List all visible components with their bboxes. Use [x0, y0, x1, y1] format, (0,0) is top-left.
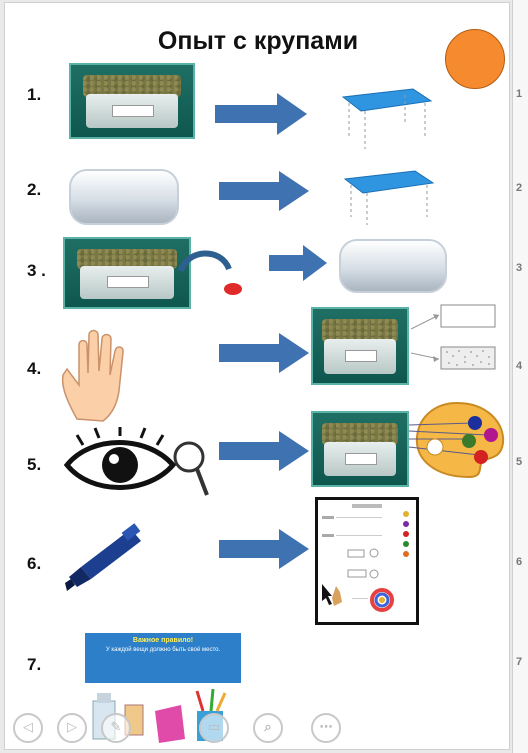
more-options-button[interactable]: ⋯ [311, 713, 341, 743]
worksheet-content-icon [322, 504, 409, 612]
preview-number: 5 [516, 456, 523, 468]
step-number-1: 1. [27, 85, 42, 104]
slide-page: Опыт с крупами 1. 2. 3 . 4. 5. 6. 7. [4, 2, 510, 750]
next-slide-preview-strip[interactable]: 1 2 3 4 5 6 7 [512, 0, 528, 753]
table-icon [343, 170, 435, 225]
right-arrow-icon [219, 333, 309, 373]
preview-number: 3 [516, 262, 523, 274]
step-number-4: 4. [27, 359, 42, 378]
grain-tray-image [69, 63, 195, 139]
right-arrow-icon [215, 93, 307, 135]
step-number-7: 7. [27, 655, 42, 674]
right-arrow-icon [269, 245, 327, 281]
rule-card-text: У каждой вещи должно быть своё место. [105, 647, 221, 653]
step-number-6: 6. [27, 554, 42, 573]
open-lid-icon [178, 250, 242, 295]
slide-toolbar: ◁ ▷ ✎ ▭ ⌕ ⋯ [13, 713, 343, 747]
right-arrow-icon [219, 431, 309, 471]
texture-choice-icon [410, 304, 496, 370]
preview-number: 7 [516, 656, 523, 668]
next-slide-button[interactable]: ▷ [57, 713, 87, 743]
slide-title: Опыт с крупами [157, 27, 359, 55]
worksheet-image [315, 497, 419, 625]
grain-tray-image [63, 237, 191, 309]
plastic-container-image [69, 169, 179, 225]
preview-number: 1 [516, 88, 523, 100]
previous-slide-button[interactable]: ◁ [13, 713, 43, 743]
palette-icon [408, 401, 505, 479]
eye-and-magnifier-icon [63, 427, 209, 496]
marker-pen-icon [65, 523, 141, 591]
grain-tray-image [311, 411, 409, 487]
rule-card-banner: Важное правило! У каждой вещи должно быт… [85, 633, 241, 683]
pen-tool-button[interactable]: ✎ [101, 713, 131, 743]
right-arrow-icon [219, 529, 309, 569]
slides-overview-button[interactable]: ▭ [199, 713, 229, 743]
right-arrow-icon [219, 171, 309, 211]
step-number-2: 2. [27, 180, 42, 199]
table-icon [341, 88, 433, 149]
preview-number: 6 [516, 556, 523, 568]
grain-tray-image [311, 307, 409, 385]
preview-number: 2 [516, 182, 523, 194]
step-number-5: 5. [27, 455, 42, 474]
plastic-container-image [339, 239, 447, 293]
hand-icon [61, 329, 124, 422]
rule-card-title: Важное правило! [132, 637, 194, 644]
orange-circle-marker [445, 29, 505, 89]
preview-number: 4 [516, 360, 523, 372]
step-number-3: 3 . [27, 261, 46, 280]
zoom-button[interactable]: ⌕ [253, 713, 283, 743]
